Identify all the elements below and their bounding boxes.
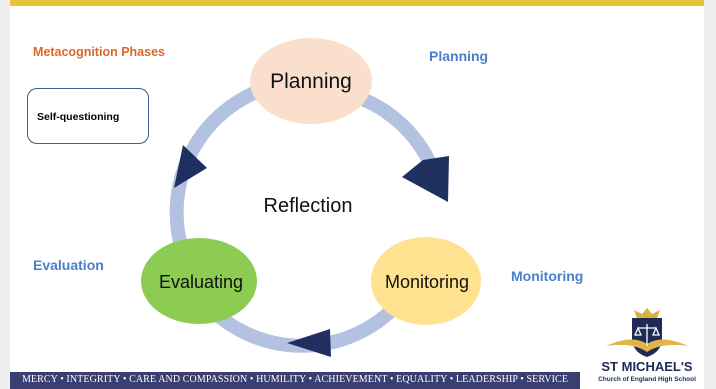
arrow-to-evaluating: [287, 329, 331, 357]
side-label-evaluation: Evaluation: [33, 257, 104, 273]
evaluating-node-label: Evaluating: [159, 272, 243, 292]
self-questioning-label: Self-questioning: [37, 111, 120, 123]
planning-node: [250, 38, 372, 124]
arrow-to-monitoring: [402, 156, 449, 202]
school-values-footer: MERCY • INTEGRITY • CARE AND COMPASSION …: [10, 372, 580, 389]
school-name: ST MICHAEL'S: [601, 359, 693, 374]
metacognition-phases-heading: Metacognition Phases: [33, 45, 165, 59]
scales-icon: [634, 324, 660, 346]
self-questioning-box: Self-questioning: [27, 88, 149, 144]
crown-icon: [634, 308, 660, 318]
metacognition-cycle-diagram: Planning Monitoring Evaluating Reflectio…: [141, 38, 481, 357]
arrow-to-planning: [174, 145, 207, 188]
side-label-planning: Planning: [429, 48, 489, 64]
monitoring-node-label: Monitoring: [385, 272, 469, 292]
planning-node-label: Planning: [270, 70, 352, 93]
school-subtitle: Church of England High School: [598, 376, 696, 383]
evaluating-node: [141, 238, 257, 324]
school-crest-logo: [606, 308, 688, 357]
monitoring-node: [371, 237, 481, 325]
right-border: [704, 0, 716, 389]
top-accent-rule: [0, 0, 716, 6]
side-label-monitoring: Monitoring: [511, 268, 584, 284]
reflection-center-label: Reflection: [264, 195, 353, 217]
school-values-text: MERCY • INTEGRITY • CARE AND COMPASSION …: [21, 374, 569, 385]
ring-segment-evaluating-to-planning: [169, 82, 267, 248]
left-border: [0, 0, 10, 389]
